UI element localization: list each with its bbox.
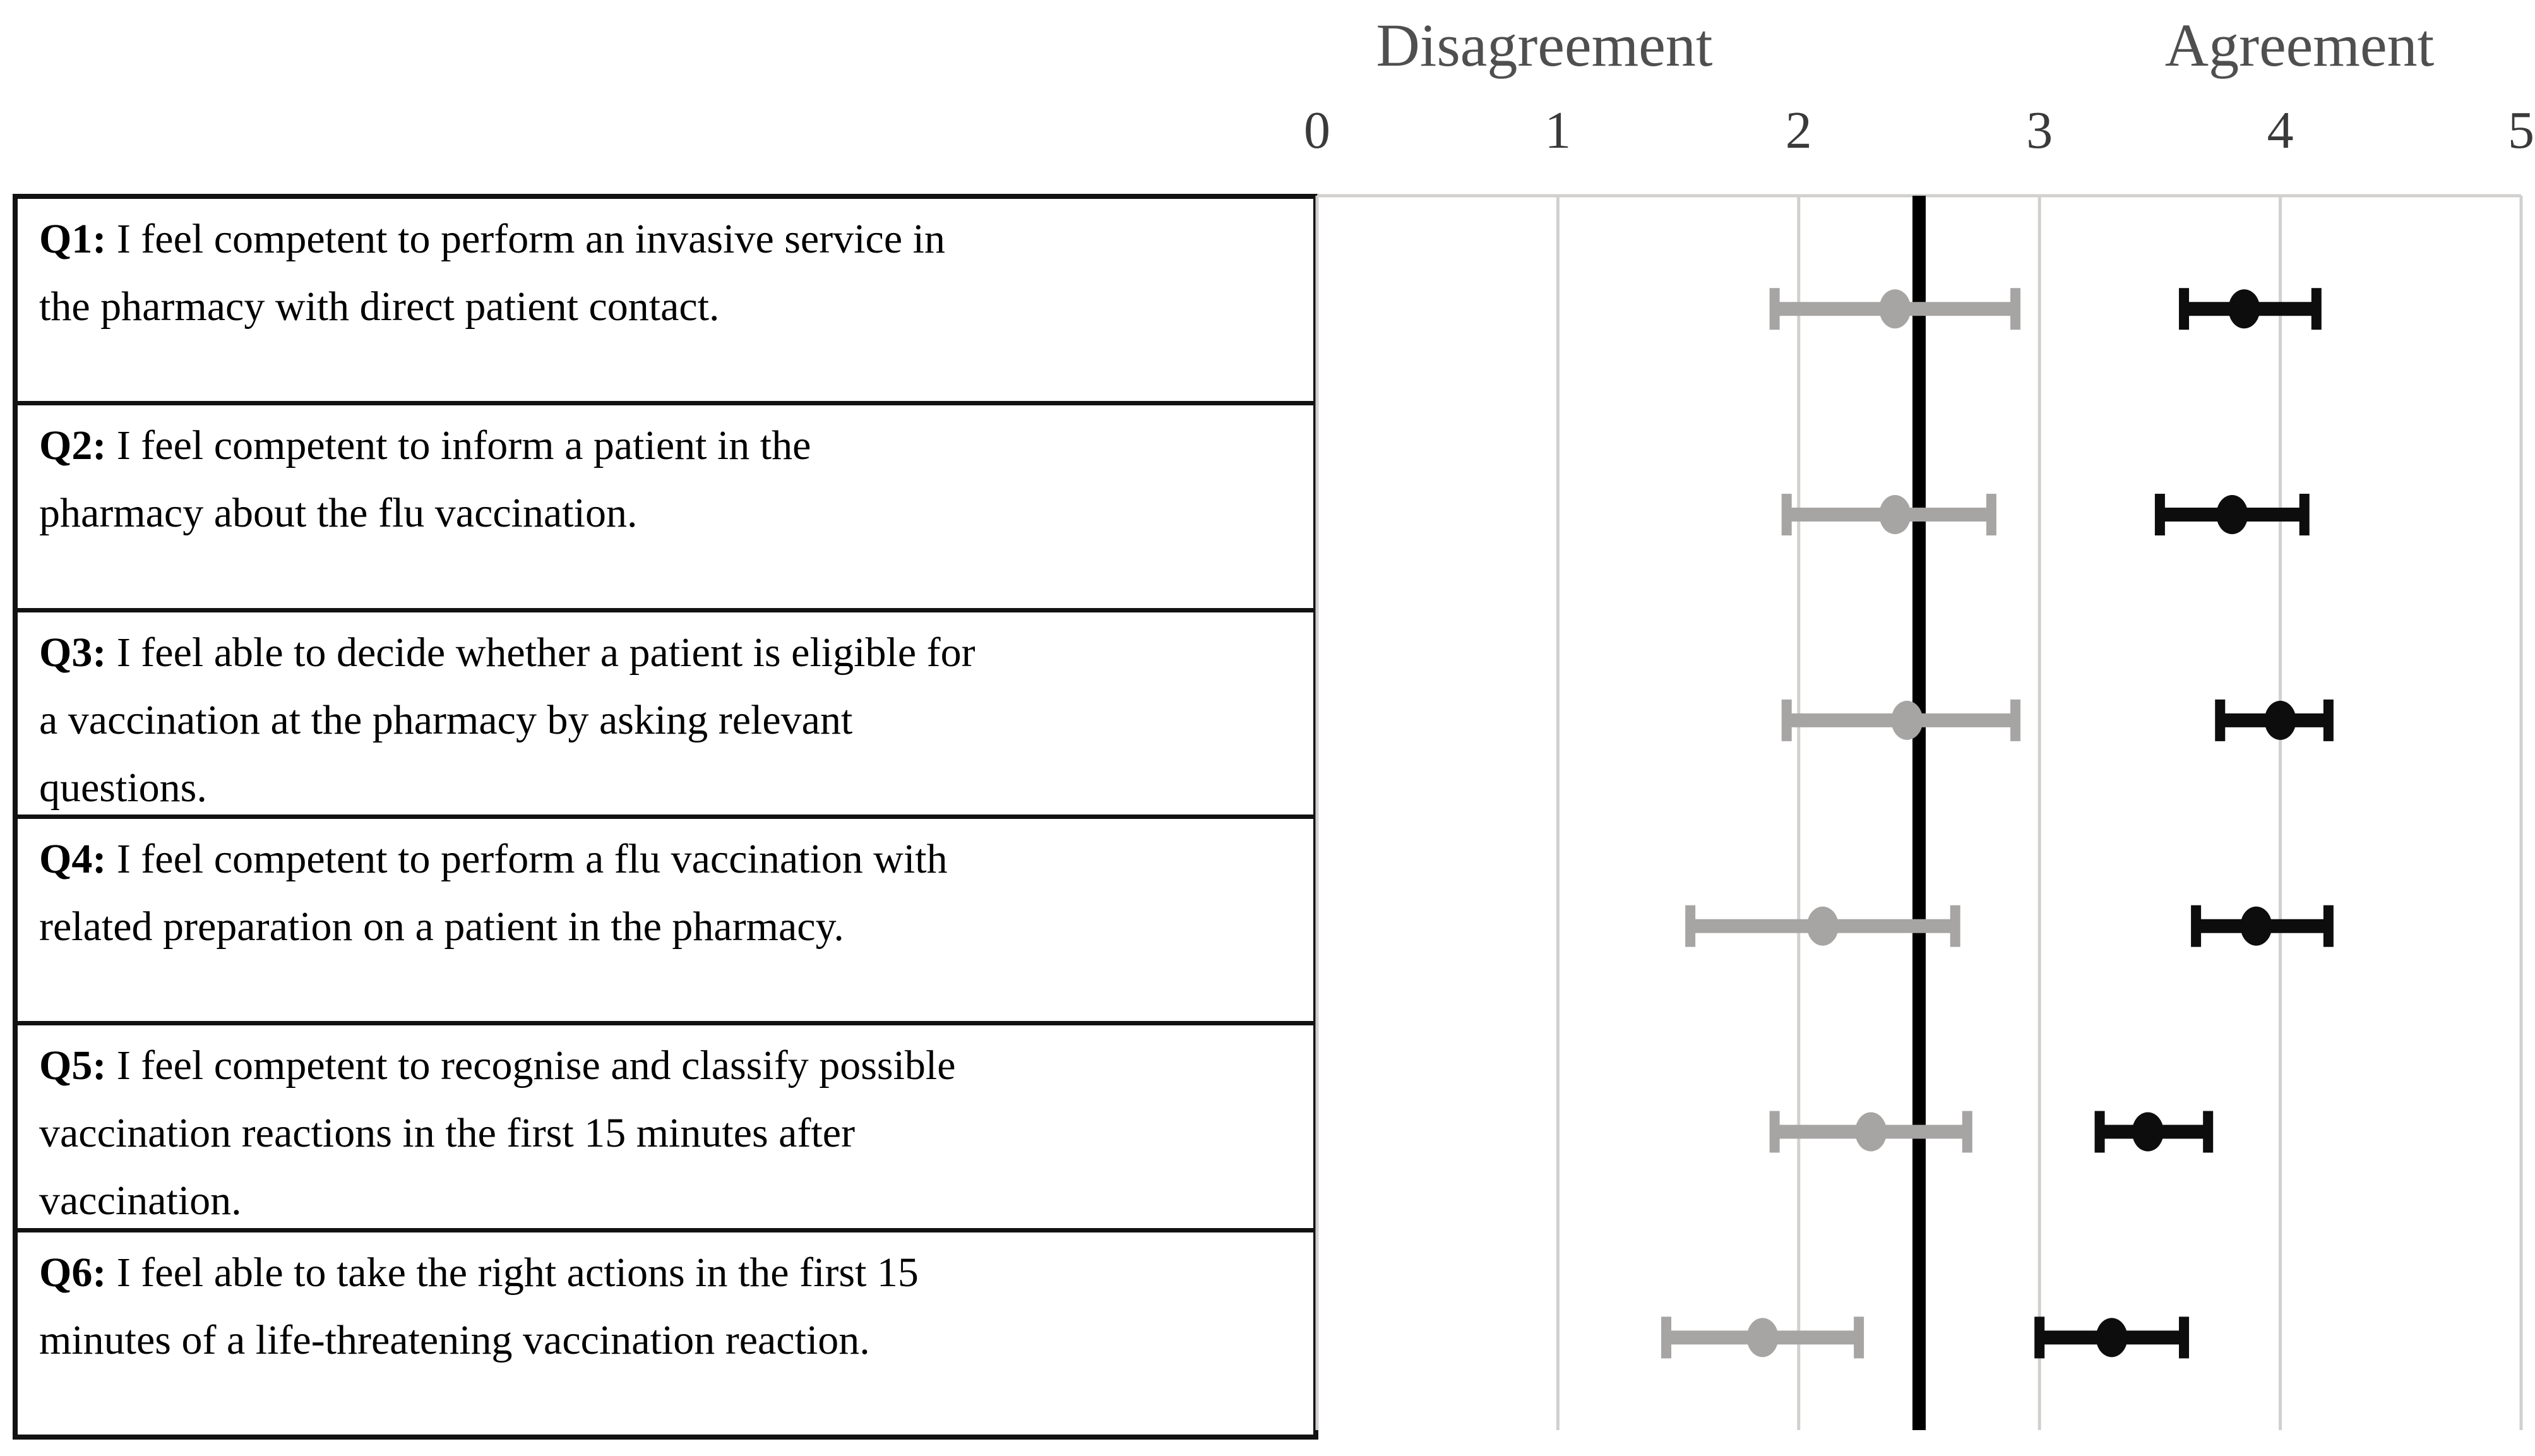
question-row-Q5: Q5: I feel competent to recognise and cl… [18,1025,1313,1232]
black-series-Q5-cap-low [2094,1111,2105,1153]
question-id-Q5: Q5: [39,1042,117,1089]
gray-series-Q4-cap-low [1685,905,1696,947]
gray-series-Q3-mean-dot [1891,700,1923,740]
black-series-Q2-mean-dot [2216,495,2248,535]
black-series-Q5-cap-high [2203,1111,2214,1153]
black-series-Q1-cap-low [2179,288,2190,330]
black-series-Q3-mean-dot [2264,700,2296,740]
black-series-Q1-mean-dot [2228,289,2260,329]
black-series-Q5-mean-dot [2132,1112,2164,1152]
black-series-Q6-cap-high [2179,1316,2190,1359]
question-id-Q1: Q1: [39,216,117,262]
x-tick-label-1: 1 [1544,101,1572,160]
x-tick-label-2: 2 [1785,101,1812,160]
black-series-Q3-cap-low [2215,699,2226,741]
black-series-Q3-cap-high [2323,699,2334,741]
x-tick-label-4: 4 [2267,101,2294,160]
question-table: Q1: I feel competent to perform an invas… [13,194,1318,1440]
question-id-Q6: Q6: [39,1249,117,1296]
black-series-Q2-cap-low [2154,494,2165,536]
gray-series-Q2-cap-low [1781,494,1792,536]
gray-series-Q1-cap-high [2010,288,2021,330]
question-id-Q3: Q3: [39,629,117,676]
black-series-Q6-mean-dot [2096,1318,2128,1358]
gray-series-Q5-cap-low [1769,1111,1780,1153]
black-series-Q4-cap-high [2323,905,2334,947]
question-row-Q4: Q4: I feel competent to perform a flu va… [18,819,1313,1026]
gray-series-Q5-cap-high [1962,1111,1972,1153]
black-series-Q2-cap-high [2299,494,2310,536]
x-tick-label-3: 3 [2026,101,2053,160]
question-row-Q3: Q3: I feel able to decide whether a pati… [18,612,1313,819]
question-text-Q1: I feel competent to perform an invasive … [39,216,945,330]
axis-section-label-agreement: Agreement [2164,11,2435,79]
black-series-Q1-cap-high [2311,288,2322,330]
x-tick-label-0: 0 [1304,101,1330,160]
question-text-Q5: I feel competent to recognise and classi… [39,1042,956,1224]
black-series-Q6-cap-low [2034,1316,2045,1359]
question-text-Q3: I feel able to decide whether a patient … [39,629,975,811]
question-row-Q6: Q6: I feel able to take the right action… [18,1232,1313,1435]
question-id-Q2: Q2: [39,422,117,469]
gray-series-Q6-mean-dot [1746,1318,1779,1358]
gray-series-Q3-cap-high [2010,699,2021,741]
black-series-Q4-mean-dot [2240,906,2272,946]
question-text-Q6: I feel able to take the right actions in… [39,1249,919,1363]
gray-series-Q5-mean-dot [1855,1112,1887,1152]
gray-series-Q1-mean-dot [1879,289,1911,329]
question-row-Q1: Q1: I feel competent to perform an invas… [18,199,1313,406]
gray-series-Q1-cap-low [1769,288,1780,330]
gray-series-Q4-mean-dot [1806,906,1839,946]
gray-series-Q3-cap-low [1781,699,1792,741]
black-series-Q4-cap-low [2191,905,2202,947]
question-text-Q2: I feel competent to inform a patient in … [39,422,811,537]
gray-series-Q6-cap-high [1854,1316,1864,1359]
question-text-Q4: I feel competent to perform a flu vaccin… [39,835,948,950]
axis-section-label-disagreement: Disagreement [1376,11,1713,79]
gray-series-Q6-cap-low [1661,1316,1672,1359]
gray-series-Q2-cap-high [1986,494,1996,536]
question-id-Q4: Q4: [39,835,117,882]
question-row-Q2: Q2: I feel competent to inform a patient… [18,405,1313,612]
gray-series-Q2-mean-dot [1879,495,1911,535]
x-tick-label-5: 5 [2508,101,2534,160]
gray-series-Q4-cap-high [1950,905,1960,947]
